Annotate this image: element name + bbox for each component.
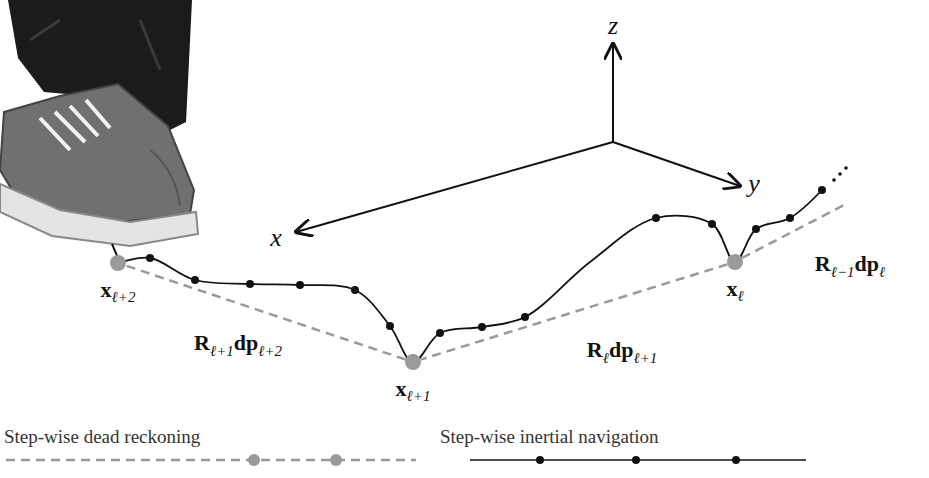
inertial-dot: [752, 225, 760, 233]
shoe-photo: [0, 0, 198, 258]
step-label: Rℓ−1dpℓ: [813, 251, 887, 280]
step-label: Rℓdpℓ+1: [585, 337, 659, 366]
inertial-dot: [386, 322, 394, 330]
inertial-dot: [786, 214, 794, 222]
inertial-dot: [351, 286, 359, 294]
legend-text: Step-wise inertial navigation: [440, 426, 810, 448]
step-label: Rℓ+1dpℓ+2: [192, 330, 284, 359]
continuation-dots: [844, 166, 848, 170]
axis-label: y: [746, 169, 762, 199]
dead-reckoning-step: [421, 264, 728, 359]
continuation-dots: [838, 172, 842, 176]
dead-reckoning-continuation: [742, 204, 846, 258]
axes: [296, 44, 740, 232]
legend-entry: Step-wise dead reckoning: [4, 426, 420, 468]
inertial-dot: [436, 329, 444, 337]
legend-sample: [4, 452, 420, 468]
axis-label: x: [268, 223, 284, 253]
legend-sample: [440, 452, 810, 468]
inertial-line: [118, 190, 822, 362]
legend-entry: Step-wise inertial navigation: [440, 426, 810, 468]
inertial-dot: [708, 220, 716, 228]
inertial-dot: [246, 280, 254, 288]
inertial-dot: [296, 281, 304, 289]
continuation-dots: [832, 178, 836, 182]
inertial-dot: [818, 186, 826, 194]
position-point: xℓ+2: [110, 255, 126, 271]
inertial-dot: [652, 214, 660, 222]
inertial-dot: [478, 323, 486, 331]
position-point: xℓ: [727, 254, 743, 270]
inertial-dot: [521, 313, 529, 321]
position-label: xℓ: [726, 276, 743, 305]
dead-reckoning-step: [126, 266, 406, 360]
legend-text: Step-wise dead reckoning: [4, 426, 420, 448]
inertial-dot: [146, 254, 154, 262]
axis-label: z: [606, 11, 620, 41]
position-point: xℓ+1: [405, 354, 421, 370]
position-label: xℓ+2: [101, 277, 136, 306]
inertial-path: [118, 166, 848, 362]
position-label: xℓ+1: [396, 376, 431, 405]
inertial-dot: [191, 276, 199, 284]
